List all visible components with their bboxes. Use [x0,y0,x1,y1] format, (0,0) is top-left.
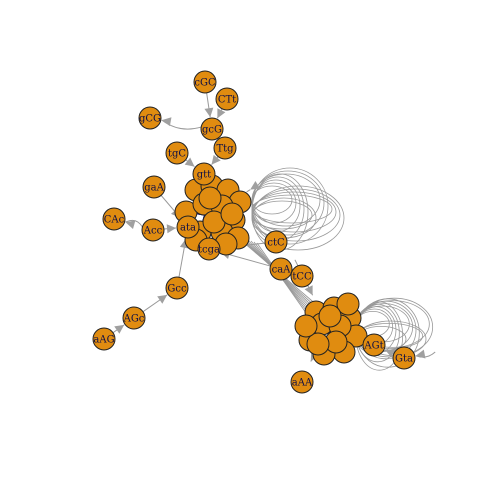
node-label: CTt [218,95,236,106]
edge-arrowhead [204,107,214,118]
graph-node: gcG [200,117,224,141]
cluster-nodes [174,174,368,366]
node-circle [290,370,314,394]
node-circle [197,237,221,261]
graph-node: aAA [290,370,314,394]
graph-node: CAc [102,207,126,231]
loop-edge [251,194,333,224]
graph-node: AGc [122,306,146,330]
cluster-node [294,314,318,338]
graph-node: tcga [197,237,221,261]
graph-node: tCC [290,264,314,288]
graph-node: Gcc [165,276,189,300]
node-label: gaA [144,183,164,194]
loop-edge [251,185,293,215]
edge-arrowhead [385,349,396,358]
node-circle [92,327,116,351]
edge-arrowhead [166,224,177,234]
node-circle [200,117,224,141]
cluster-node [306,332,330,356]
node-label: AGc [123,314,145,325]
edge-arrowhead [217,108,226,119]
graph-node: Gta [392,346,416,370]
node-circle [176,215,200,239]
edge-arrowhead [114,324,125,334]
node-label: Acc [143,226,163,237]
edge-arrowhead [211,154,221,165]
node-label: aAA [292,378,313,389]
node-circle [102,207,126,231]
graph-node: ctC [264,230,288,254]
node-label: ctC [267,238,285,249]
node-circle [122,306,146,330]
node-circle [138,106,162,130]
graph-node: CTt [215,87,239,111]
node-circle [165,141,189,165]
cluster-node [336,292,360,316]
node-label: gCG [139,114,161,125]
graph-edge [415,351,436,358]
node-circle [215,87,239,111]
node-circle [264,230,288,254]
edge-arrowhead [184,157,195,167]
graph-node: caA [269,257,293,281]
node-label: CAc [104,215,125,226]
node-circle [269,257,293,281]
node-label: aAG [93,335,114,346]
node-label: ata [180,223,196,234]
node-circle [141,218,165,242]
node-label: tgC [168,149,186,160]
graph-node: aAG [92,327,116,351]
node-circle [290,264,314,288]
node-label: cGC [194,78,216,89]
node-circle [165,276,189,300]
graph-edge [246,189,251,193]
node-label: gcG [202,125,222,136]
graph-node: gaA [142,175,166,199]
loop-edge [251,185,345,251]
node-label: gtt [197,170,211,181]
graph-node: Ttg [213,136,237,160]
graph-node: gtt [192,162,216,186]
node-circle [193,70,217,94]
edge-arrowhead [250,181,261,190]
node-circle [142,175,166,199]
edge-arrowhead [157,294,168,304]
node-label: Gcc [167,284,187,295]
edge-arrowhead [125,220,136,230]
cluster-bridge-edge [256,242,312,321]
node-circle [362,333,386,357]
cluster-node [198,186,222,210]
graph-node: cGC [193,70,217,94]
graph-node: Acc [141,218,165,242]
node-label: Gta [395,354,413,365]
edge-arrowhead [161,117,172,127]
graph-node: ata [176,215,200,239]
node-label: tCC [292,272,312,283]
graph-node: gCG [138,106,162,130]
cluster-node [318,304,342,328]
loop-edge [251,167,329,245]
graph-node: AGt [362,333,386,357]
node-label: Ttg [216,144,234,155]
node-label: tcga [198,245,220,256]
node-circle [213,136,237,160]
graph-node: tgC [165,141,189,165]
edge-arrowhead [304,285,313,296]
node-label: caA [272,265,292,276]
node-circle [192,162,216,186]
node-circle [392,346,416,370]
node-label: AGt [363,341,383,352]
edge-arrowhead [415,349,426,359]
cluster-node [220,202,244,226]
